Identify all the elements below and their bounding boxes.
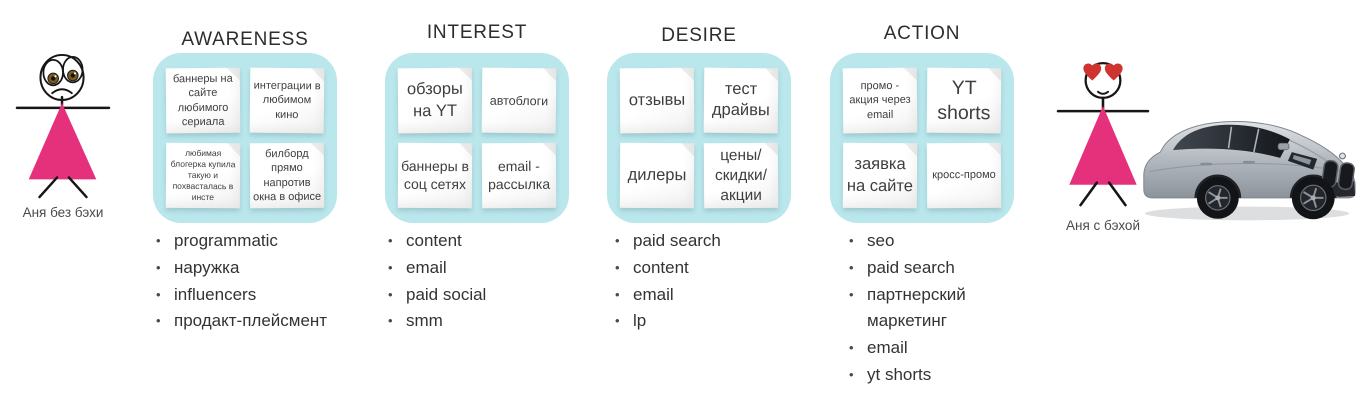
persona-left-label: Аня без бэхи xyxy=(22,205,104,220)
note-text: билборд прямо напротив окна в офисе xyxy=(253,148,322,203)
sticky-note: обзоры на YT xyxy=(397,67,473,134)
list-item: paid search xyxy=(612,228,788,255)
sticky-note: цены/ скидки/ акции xyxy=(703,142,779,209)
sticky-note: дилеры xyxy=(619,142,695,209)
bullet-text: email xyxy=(633,284,674,304)
bullet-text: email xyxy=(406,257,447,277)
note-text: email - рассылка xyxy=(487,157,551,192)
bullet-text: programmatic xyxy=(174,231,278,250)
note-text: промо - акция через email xyxy=(849,80,911,121)
list-item: seo xyxy=(846,228,1006,255)
interest-channels-list: content email paid social smm xyxy=(385,228,561,335)
note-text: заявка на сайте xyxy=(846,155,914,195)
bullet-text: paid search xyxy=(867,257,955,277)
bullet-text: email xyxy=(867,338,908,358)
bullet-text: paid search xyxy=(633,231,721,250)
list-item: influencers xyxy=(153,282,329,309)
note-text: баннеры в соц сетях xyxy=(401,157,470,192)
list-item: content xyxy=(385,228,561,255)
bullet-text: партнерский маркетинг xyxy=(867,284,966,331)
list-item: email xyxy=(846,335,1006,362)
desire-channels-list: paid search content email lp xyxy=(612,228,788,335)
list-item: lp xyxy=(612,308,788,335)
list-item: content xyxy=(612,255,788,282)
note-text: любимая блогерка купила такую и похваста… xyxy=(170,148,236,202)
sticky-note: заявка на сайте xyxy=(842,142,918,209)
bullet-text: seo xyxy=(867,231,895,250)
bullet-text: lp xyxy=(633,311,647,331)
list-item: партнерский маркетинг xyxy=(846,282,1006,336)
bullet-text: content xyxy=(633,257,689,277)
note-text: тест драйвы xyxy=(711,79,770,120)
sad-stick-girl-icon xyxy=(15,53,111,199)
sticky-note: интеграции в любимом кино xyxy=(249,67,325,134)
rear-wheel xyxy=(1196,176,1239,219)
note-text: кросс-промо xyxy=(932,169,996,182)
note-text: автоблоги xyxy=(489,93,549,108)
sticky-note: отзывы xyxy=(619,67,695,133)
list-item: smm xyxy=(385,308,561,335)
sticky-note: любимая блогерка купила такую и похваста… xyxy=(165,142,241,209)
bullet-text: paid social xyxy=(406,284,487,304)
awareness-channels-list: programmatic наружка influencers продакт… xyxy=(153,228,329,335)
sticky-note: баннеры в соц сетях xyxy=(397,142,473,209)
persona-left: Аня без бэхи xyxy=(14,52,112,220)
bullet-text: наружка xyxy=(174,257,240,277)
note-text: YT shorts xyxy=(937,76,991,124)
silver-bmw-crossover-icon xyxy=(1143,121,1356,221)
sticky-note: email - рассылка xyxy=(481,142,557,209)
list-item: programmatic xyxy=(153,228,329,255)
front-wheel xyxy=(1291,176,1335,220)
sticky-note: промо - акция через email xyxy=(842,67,918,134)
note-text: интеграции в любимом кино xyxy=(253,80,321,121)
persona-right: Аня с бэхой xyxy=(1056,57,1150,233)
note-text: цены/ скидки/ акции xyxy=(714,146,768,204)
stage-title: AWARENESS xyxy=(181,29,309,50)
sticky-note: YT shorts xyxy=(926,67,1002,134)
bullet-text: content xyxy=(406,231,462,250)
sticky-note: билборд прямо напротив окна в офисе xyxy=(249,142,325,209)
list-item: email xyxy=(612,282,788,309)
persona-right-label: Аня с бэхой xyxy=(1066,218,1140,234)
note-text: баннеры на сайте любимого сериала xyxy=(172,73,233,128)
bullet-text: yt shorts xyxy=(867,364,932,384)
interest-panel: обзоры на YT автоблоги баннеры в соц сет… xyxy=(385,53,569,223)
action-panel: промо - акция через email YT shorts заяв… xyxy=(830,53,1014,223)
stage-title: ACTION xyxy=(883,23,961,44)
list-item: наружка xyxy=(153,255,329,282)
note-text: обзоры на YT xyxy=(406,80,463,120)
bullet-text: smm xyxy=(406,311,443,331)
list-item: продакт-плейсмент xyxy=(153,308,329,335)
heart-eyes-stick-girl-icon xyxy=(1056,62,1150,207)
sticky-note: кросс-промо xyxy=(926,142,1002,209)
sticky-note: автоблоги xyxy=(481,67,557,134)
list-item: yt shorts xyxy=(846,362,1006,389)
list-item: paid search xyxy=(846,255,1006,282)
note-text: дилеры xyxy=(627,165,687,184)
bullet-text: influencers xyxy=(174,284,257,304)
list-item: email xyxy=(385,255,561,282)
stage-title: INTEREST xyxy=(426,22,528,43)
stage-title: DESIRE xyxy=(661,25,737,46)
action-channels-list: seo paid search партнерский маркетинг em… xyxy=(846,228,1006,389)
note-text: отзывы xyxy=(628,90,686,109)
awareness-panel: баннеры на сайте любимого сериала интегр… xyxy=(153,53,337,223)
bmw-car-image xyxy=(1136,86,1360,224)
desire-panel: отзывы тест драйвы дилеры цены/ скидки/ … xyxy=(607,53,791,223)
sticky-note: баннеры на сайте любимого сериала xyxy=(165,67,241,134)
list-item: paid social xyxy=(385,282,561,309)
bullet-text: продакт-плейсмент xyxy=(174,311,328,331)
sticky-note: тест драйвы xyxy=(703,67,779,133)
